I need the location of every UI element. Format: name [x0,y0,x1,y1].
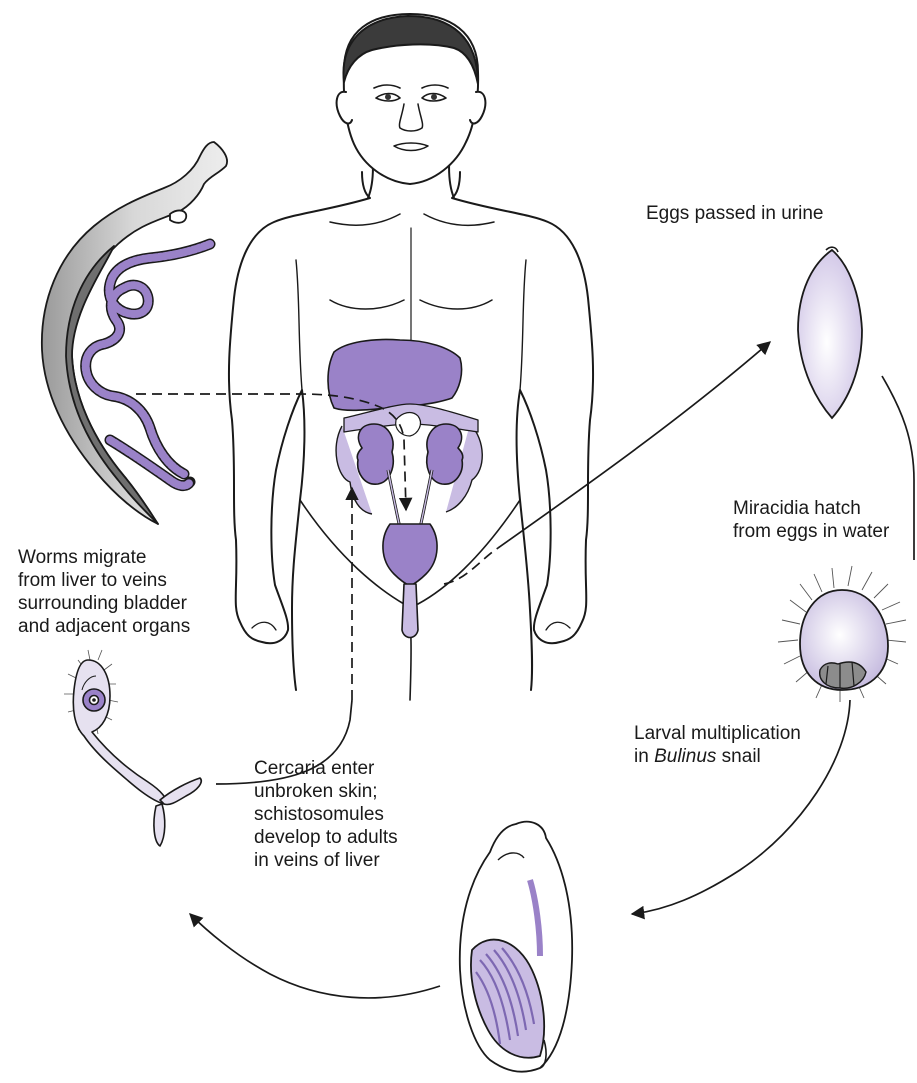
label-cercaria-line-5: in veins of liver [254,849,398,872]
label-larval-multiplication: Larval multiplication in Bulinus snail [634,722,801,768]
label-cercaria-line-2: unbroken skin; [254,780,398,803]
label-worms-line-3: surrounding bladder [18,592,190,615]
label-cercaria-line-1: Cercaria enter [254,757,398,780]
adult-schistosome-pair-icon [42,142,227,524]
liver [328,340,462,411]
label-cercaria: Cercaria enter unbroken skin; schistosom… [254,757,398,872]
bladder [383,524,437,586]
label-cercaria-line-4: develop to adults [254,826,398,849]
label-worms-line-2: from liver to veins [18,569,190,592]
label-miracidia-line-1: Miracidia hatch [733,497,889,520]
schistosome-egg-icon [798,247,862,418]
label-larval-genus: Bulinus [654,746,716,767]
label-larval-line-2: in Bulinus snail [634,745,801,768]
label-larval-line-1: Larval multiplication [634,722,801,745]
label-eggs-passed-text: Eggs passed in urine [646,202,823,225]
arrow-snail-to-cercaria [190,914,440,998]
label-cercaria-line-3: schistosomules [254,803,398,826]
label-worms-line-4: and adjacent organs [18,615,190,638]
label-larval-prefix: in [634,746,654,767]
miracidium-icon [778,566,906,702]
bulinus-snail-icon [460,822,572,1072]
label-miracidia: Miracidia hatch from eggs in water [733,497,889,543]
cercaria-icon [64,650,201,846]
label-worms-line-1: Worms migrate [18,546,190,569]
label-larval-suffix: snail [716,746,760,767]
label-eggs-passed: Eggs passed in urine [646,202,823,225]
label-miracidia-line-2: from eggs in water [733,520,889,543]
label-worms-migrate: Worms migrate from liver to veins surrou… [18,546,190,638]
urethra [402,584,418,638]
